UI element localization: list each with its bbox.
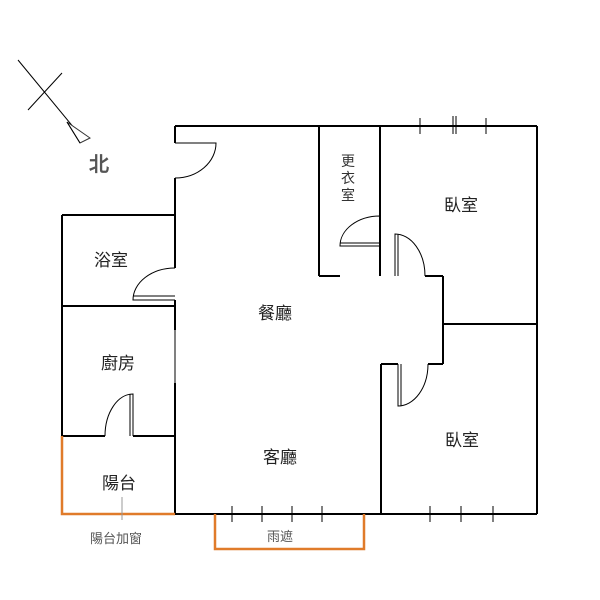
room-label-bedroom-1: 臥室 [444, 196, 478, 216]
room-label-kitchen: 廚房 [101, 354, 135, 374]
balcony-window-outline [60, 436, 175, 516]
room-label-closet: 更衣室 [341, 154, 355, 204]
walls [61, 116, 538, 522]
room-label-balcony: 陽台 [102, 474, 136, 494]
annotation-balcony-window: 陽台加窗 [90, 532, 143, 547]
room-label-dining: 餐廳 [258, 304, 292, 324]
north-label: 北 [89, 152, 109, 176]
room-label-bathroom: 浴室 [94, 251, 128, 271]
doors [104, 142, 429, 437]
room-label-bedroom-2: 臥室 [445, 431, 479, 451]
annotation-canopy: 雨遮 [267, 530, 294, 545]
compass-icon [17, 59, 91, 144]
room-label-living: 客廳 [263, 448, 297, 468]
canopy-outline [213, 514, 366, 551]
